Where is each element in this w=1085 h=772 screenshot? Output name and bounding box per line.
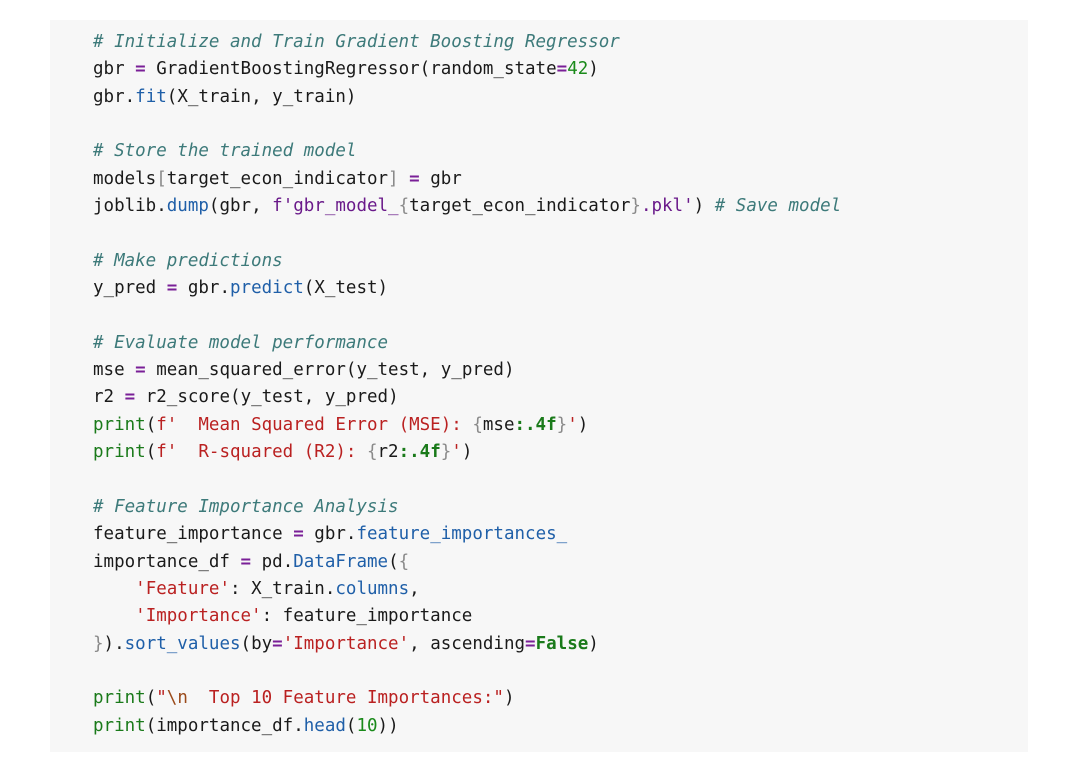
code-token: feature_importances_: [356, 524, 568, 545]
code-line-23: }).sort_values(by='Importance', ascendin…: [93, 633, 599, 654]
code-token: print: [93, 715, 146, 736]
code-token: .pkl: [640, 196, 684, 217]
code-token: importance_df: [93, 551, 230, 572]
code-token: :.4f: [514, 414, 557, 435]
code-token: gbr: [219, 196, 252, 217]
code-token: target_econ_indicator: [409, 196, 631, 217]
code-token: print: [93, 414, 146, 435]
code-line-18: # Feature Importance Analysis: [93, 494, 841, 521]
code-token: by: [251, 633, 273, 654]
code-line-12: # Evaluate model performance: [93, 330, 841, 357]
code-token: y_test: [356, 360, 420, 381]
code-token: f': [156, 414, 178, 435]
code-line-4: [93, 111, 841, 138]
comment: # Make predictions: [93, 250, 283, 271]
code-token: r2_score: [145, 387, 231, 408]
code-token: gbr_model_: [293, 196, 399, 217]
code-token: DataFrame: [293, 551, 389, 572]
code-token: GradientBoostingRegressor: [156, 59, 420, 80]
code-line-24: [93, 658, 841, 685]
code-line-2: gbr = GradientBoostingRegressor(random_s…: [93, 59, 599, 80]
code-line-5: # Store the trained model: [93, 138, 841, 165]
code-token: 'Importance': [282, 633, 410, 654]
code-cell[interactable]: # Initialize and Train Gradient Boosting…: [50, 20, 1028, 752]
code-token: r2: [377, 442, 399, 463]
code-token: gbr: [430, 168, 462, 189]
code-line-14: r2 = r2_score(y_test, y_pred): [93, 387, 399, 408]
code-token: joblib: [93, 196, 157, 217]
code-token: fit: [135, 86, 167, 107]
code-token: X_test: [314, 278, 378, 299]
comment: # Initialize and Train Gradient Boosting…: [93, 32, 620, 52]
code-line-1: # Initialize and Train Gradient Boosting…: [93, 29, 841, 56]
code-token: mse: [482, 414, 515, 435]
code-line-3: gbr.fit(X_train, y_train): [93, 86, 357, 107]
code-token: R-squared (R2):: [177, 442, 367, 463]
code-token: print: [93, 688, 146, 709]
code-token: ": [156, 688, 167, 709]
code-line-7: joblib.dump(gbr, f'gbr_model_{target_eco…: [93, 196, 842, 217]
code-line-17: [93, 467, 841, 494]
code-token: Mean Squared Error (MSE):: [177, 414, 473, 435]
code-token: gbr: [187, 278, 220, 299]
code-token: gbr: [93, 59, 125, 80]
code-token: importance_df: [156, 715, 294, 736]
comment: # Feature Importance Analysis: [93, 496, 399, 517]
code-line-10: y_pred = gbr.predict(X_test): [93, 278, 389, 299]
code-token: head: [303, 715, 346, 736]
code-token: feature_importance: [93, 524, 283, 545]
code-token: f': [272, 196, 294, 217]
code-line-25: print("\n Top 10 Feature Importances:"): [93, 688, 515, 709]
code-token: feature_importance: [282, 606, 473, 627]
code-line-8: [93, 220, 841, 247]
code-line-22: 'Importance': feature_importance: [135, 606, 473, 627]
code-line-16: print(f' R-squared (R2): {r2:.4f}'): [93, 442, 473, 463]
code-token: mean_squared_error: [156, 360, 346, 381]
code-token: predict: [230, 278, 304, 299]
code-line-19: feature_importance = gbr.feature_importa…: [93, 524, 568, 545]
code-token: ascending: [430, 633, 526, 654]
code-token: columns: [335, 578, 410, 599]
comment: # Store the trained model: [93, 141, 357, 162]
code-token: y_train: [272, 86, 346, 107]
code-token: \n: [166, 688, 188, 709]
code-line-11: [93, 302, 841, 329]
code-line-13: mse = mean_squared_error(y_test, y_pred): [93, 360, 515, 381]
code-token: models: [93, 168, 157, 189]
comment: # Save model: [714, 196, 842, 217]
code-line-20: importance_df = pd.DataFrame({: [93, 551, 410, 572]
code-token: :.4f: [398, 442, 441, 463]
code-token: 42: [567, 59, 589, 80]
code-token: 10: [356, 715, 378, 736]
code-token: r2: [93, 387, 115, 408]
code-token: mse: [93, 360, 125, 381]
code-editor[interactable]: # Initialize and Train Gradient Boosting…: [93, 29, 841, 740]
code-token: Top 10 Feature Importances:": [187, 688, 504, 709]
code-token: X_train: [251, 578, 325, 599]
code-token: f': [156, 442, 178, 463]
code-line-15: print(f' Mean Squared Error (MSE): {mse:…: [93, 414, 589, 435]
code-line-6: models[target_econ_indicator] = gbr: [93, 168, 462, 189]
code-token: gbr: [314, 524, 346, 545]
code-token: 'Feature': [135, 578, 230, 599]
code-token: y_pred: [93, 278, 157, 299]
code-token: y_test: [240, 387, 304, 408]
code-line-26: print(importance_df.head(10)): [93, 715, 399, 736]
code-token: gbr: [93, 86, 125, 107]
comment: # Evaluate model performance: [93, 332, 389, 353]
code-token: random_state: [430, 59, 557, 80]
code-token: print: [93, 442, 146, 463]
code-token: y_pred: [324, 387, 389, 408]
code-line-21: 'Feature': X_train.columns,: [135, 578, 420, 599]
code-token: pd: [261, 551, 283, 572]
code-token: 'Importance': [135, 606, 262, 627]
code-token: target_econ_indicator: [166, 168, 389, 189]
code-token: dump: [166, 196, 209, 217]
code-token: False: [535, 633, 589, 654]
code-token: y_pred: [440, 360, 504, 381]
code-line-9: # Make predictions: [93, 248, 841, 275]
code-token: sort_values: [124, 633, 241, 654]
code-token: X_train: [177, 86, 252, 107]
